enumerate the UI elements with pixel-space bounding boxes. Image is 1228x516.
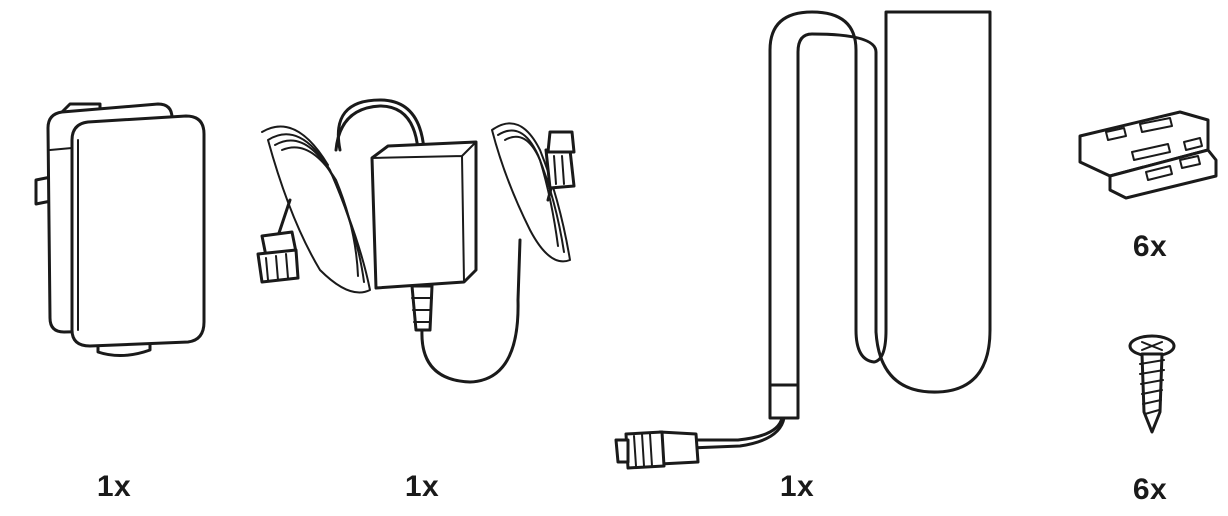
light-strip-cable-icon	[614, 10, 992, 470]
screw-quantity: 6x	[1132, 473, 1168, 506]
plug-adapter-icon	[34, 102, 206, 357]
plug-adapter-quantity: 1x	[96, 470, 132, 503]
light-strip-quantity: 1x	[779, 470, 815, 503]
mounting-clip-icon	[1078, 110, 1218, 200]
screw-icon	[1128, 334, 1176, 434]
power-supply-quantity: 1x	[404, 470, 440, 503]
mounting-clip-quantity: 6x	[1132, 230, 1168, 263]
power-supply-cable-icon	[256, 98, 576, 384]
